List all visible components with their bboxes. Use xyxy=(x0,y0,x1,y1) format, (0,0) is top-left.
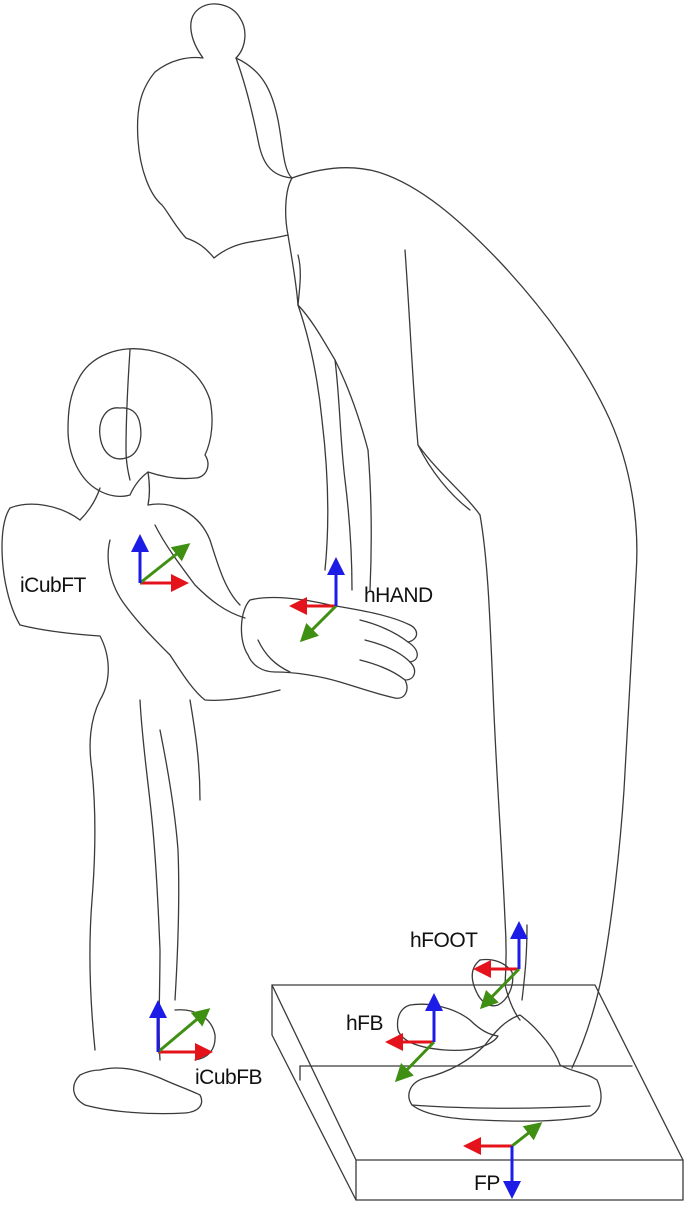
frame-icub-ft xyxy=(131,534,191,592)
frame-icub-fb xyxy=(149,1000,213,1061)
label-h-foot: hFOOT xyxy=(410,929,478,952)
icub-fb-y-arrow xyxy=(157,1008,211,1054)
label-icub-ft: iCubFT xyxy=(20,574,87,597)
frame-h-hand xyxy=(289,557,345,643)
icub-silhouette xyxy=(1,348,281,1115)
label-fp: FP xyxy=(474,1172,500,1195)
force-platform xyxy=(271,984,684,1201)
frame-fp xyxy=(463,1122,543,1199)
h-hand-y-arrow xyxy=(299,604,338,643)
label-icub-fb: iCubFB xyxy=(195,1066,262,1089)
label-h-fb: hFB xyxy=(346,1012,383,1035)
h-foot-y-arrow xyxy=(479,967,521,1010)
frame-h-foot xyxy=(473,921,528,1010)
human-silhouette xyxy=(136,3,638,1122)
h-fb-y-arrow xyxy=(394,1040,436,1083)
fp-y-arrow xyxy=(511,1122,543,1148)
icub-ft-y-arrow xyxy=(139,543,191,585)
label-h-hand: hHAND xyxy=(364,584,433,607)
frame-h-fb xyxy=(385,993,443,1083)
